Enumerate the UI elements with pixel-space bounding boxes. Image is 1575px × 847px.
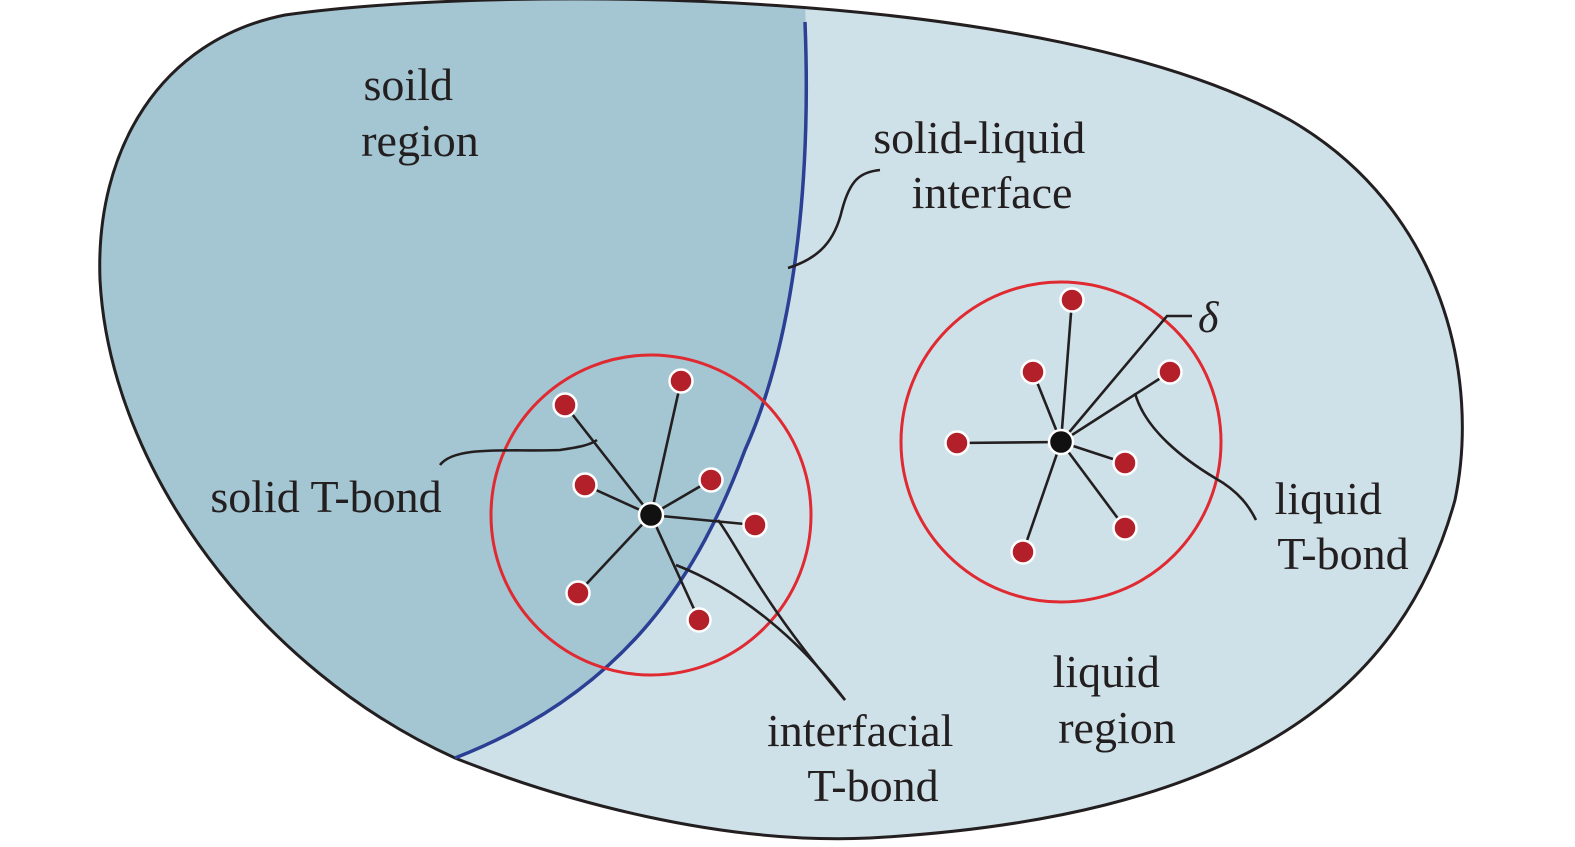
horizon-radius-line bbox=[1060, 314, 1192, 443]
bond-line bbox=[577, 514, 652, 594]
center-particle bbox=[1047, 428, 1075, 456]
particle bbox=[698, 467, 724, 493]
interfacial-particles bbox=[552, 368, 768, 633]
particle bbox=[944, 430, 970, 456]
bond-line bbox=[649, 380, 683, 516]
liquid-bond-label: liquid T-bond bbox=[1275, 473, 1409, 579]
center-particle bbox=[637, 501, 665, 529]
particle bbox=[742, 512, 768, 538]
bond-line bbox=[1060, 370, 1171, 444]
bond-line bbox=[563, 404, 653, 516]
particle bbox=[1059, 287, 1085, 313]
particle bbox=[1112, 450, 1138, 476]
bond-line bbox=[650, 513, 756, 527]
particle bbox=[668, 368, 694, 394]
particle bbox=[1010, 539, 1036, 565]
interface-leader-line bbox=[787, 168, 881, 270]
domain-outline bbox=[98, 0, 1464, 841]
bond-line bbox=[1021, 441, 1063, 553]
liquid-region-label: liquid region bbox=[1053, 646, 1176, 753]
horizon-symbol-label: δ bbox=[1198, 293, 1220, 342]
particle bbox=[686, 607, 712, 633]
particle bbox=[1157, 359, 1183, 385]
bond-line bbox=[649, 514, 701, 621]
bond-line bbox=[1059, 299, 1074, 443]
particle bbox=[572, 472, 598, 498]
solid-bond-label: solid T-bond bbox=[210, 471, 441, 522]
particle bbox=[1020, 359, 1046, 385]
solid-liquid-interface-line bbox=[454, 21, 808, 760]
solid-region-label: soild region bbox=[361, 59, 479, 166]
bond-line bbox=[1059, 441, 1127, 529]
liquid-particles bbox=[944, 287, 1183, 565]
particle bbox=[1112, 515, 1138, 541]
particle bbox=[565, 580, 591, 606]
liquid-horizon-circle bbox=[899, 280, 1223, 604]
bond-line bbox=[956, 440, 1062, 445]
interfacial-bond-label: interfacial T-bond bbox=[767, 705, 965, 811]
solid-bond-leader-line bbox=[438, 438, 598, 466]
particle bbox=[552, 392, 578, 418]
liquid-bond-leader-line bbox=[1133, 392, 1258, 521]
interfacial-bond-leader-line bbox=[716, 519, 846, 701]
interface-label: solid-liquid interface bbox=[873, 112, 1097, 218]
interfacial-horizon-circle bbox=[489, 353, 813, 677]
